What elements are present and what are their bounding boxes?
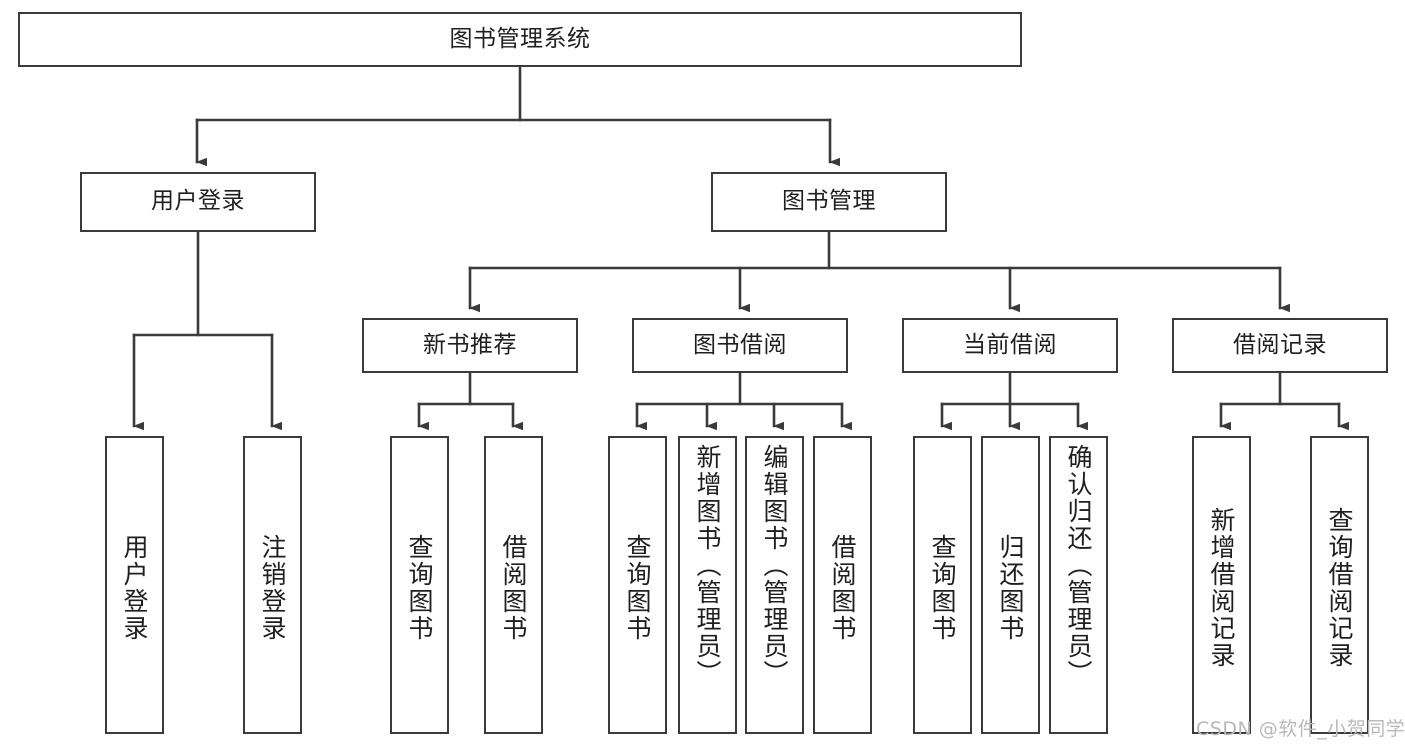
node-leaf-borrow-book-rec-label: 借阅图书 [499,534,528,642]
node-leaf-confirm-return-admin[interactable]: 确认归还（管理员） [1049,436,1108,734]
node-user-login-label: 用户登录 [151,188,245,215]
node-user-login[interactable]: 用户登录 [80,172,316,232]
node-leaf-edit-book-admin[interactable]: 编辑图书（管理员） [745,436,804,734]
node-current-borrow[interactable]: 当前借阅 [902,318,1118,373]
csdn-watermark: CSDN @软件_小贺同学 [1196,718,1405,740]
node-leaf-query-book-rec[interactable]: 查询图书 [390,436,449,734]
node-leaf-add-book-admin[interactable]: 新增图书（管理员） [678,436,737,734]
node-leaf-borrow-book-rec[interactable]: 借阅图书 [484,436,543,734]
node-leaf-add-borrow-record-label: 新增借阅记录 [1207,507,1236,669]
node-borrow-record-label: 借阅记录 [1233,331,1327,358]
node-leaf-add-book-admin-label: 新增图书（管理员） [693,444,722,687]
node-book-borrow-label: 图书借阅 [693,331,787,358]
node-leaf-query-book-current-label: 查询图书 [928,534,957,642]
node-leaf-borrow-book-label: 借阅图书 [828,534,857,642]
node-book-borrow[interactable]: 图书借阅 [632,318,848,373]
node-leaf-query-borrow-record[interactable]: 查询借阅记录 [1310,436,1369,734]
node-leaf-edit-book-admin-label: 编辑图书（管理员） [760,444,789,687]
node-root[interactable]: 图书管理系统 [18,12,1022,67]
node-book-manage-label: 图书管理 [782,188,876,215]
node-leaf-user-login[interactable]: 用户登录 [105,436,164,734]
node-root-label: 图书管理系统 [449,25,591,52]
node-borrow-record[interactable]: 借阅记录 [1172,318,1388,373]
node-leaf-query-book-rec-label: 查询图书 [405,534,434,642]
node-leaf-user-login-label: 用户登录 [120,534,149,642]
node-leaf-return-book-label: 归还图书 [996,534,1025,642]
node-new-book-recommend[interactable]: 新书推荐 [362,318,578,373]
node-current-borrow-label: 当前借阅 [963,331,1057,358]
node-leaf-add-borrow-record[interactable]: 新增借阅记录 [1192,436,1251,734]
node-leaf-query-book-borrow-label: 查询图书 [623,534,652,642]
node-leaf-query-borrow-record-label: 查询借阅记录 [1325,507,1354,669]
node-leaf-confirm-return-admin-label: 确认归还（管理员） [1064,444,1093,687]
node-leaf-logout-label: 注销登录 [258,534,287,642]
node-leaf-query-book-current[interactable]: 查询图书 [913,436,972,734]
node-leaf-return-book[interactable]: 归还图书 [981,436,1040,734]
node-leaf-query-book-borrow[interactable]: 查询图书 [608,436,667,734]
node-leaf-logout[interactable]: 注销登录 [243,436,302,734]
node-leaf-borrow-book[interactable]: 借阅图书 [813,436,872,734]
node-book-manage[interactable]: 图书管理 [711,172,947,232]
node-new-book-recommend-label: 新书推荐 [423,331,517,358]
